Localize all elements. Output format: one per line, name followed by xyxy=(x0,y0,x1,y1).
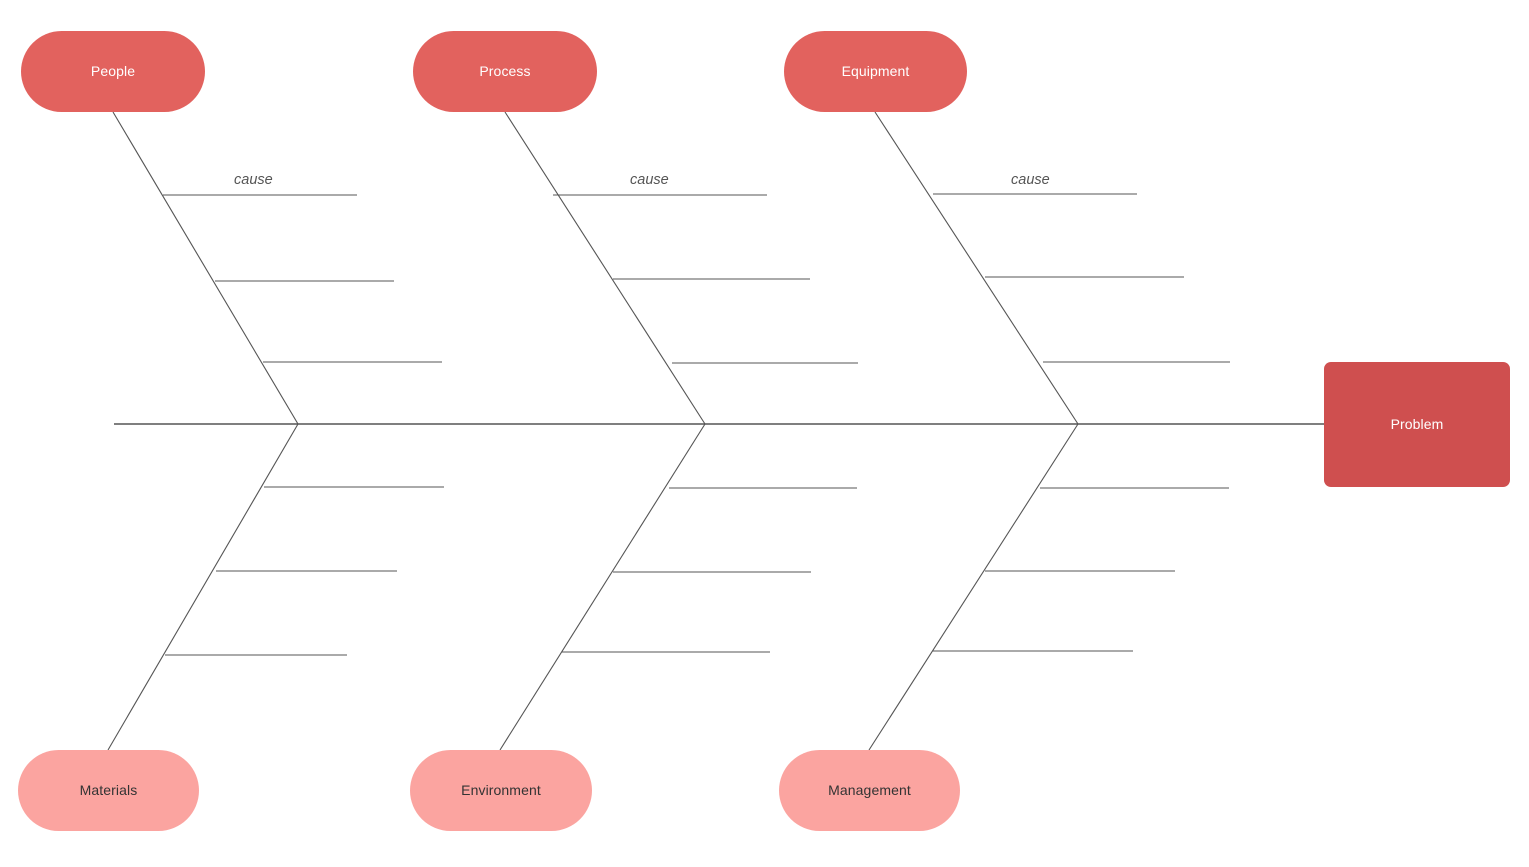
category-bone-process xyxy=(504,111,706,425)
category-node-people[interactable]: People xyxy=(21,31,205,112)
category-node-label: Materials xyxy=(79,782,138,799)
category-node-management[interactable]: Management xyxy=(779,750,960,831)
category-node-label: People xyxy=(90,63,136,80)
category-node-label: Equipment xyxy=(841,63,910,80)
category-node-process[interactable]: Process xyxy=(413,31,597,112)
cause-label-people[interactable]: cause xyxy=(234,172,273,188)
cause-label-equipment[interactable]: cause xyxy=(1011,172,1050,188)
cause-label-process[interactable]: cause xyxy=(630,172,669,188)
problem-node-label: Problem xyxy=(1390,416,1444,433)
category-node-label: Environment xyxy=(461,782,541,799)
problem-node[interactable]: Problem xyxy=(1324,362,1510,487)
category-node-label: Process xyxy=(479,63,531,80)
category-node-label: Management xyxy=(828,782,911,799)
category-node-materials[interactable]: Materials xyxy=(18,750,199,831)
category-node-equipment[interactable]: Equipment xyxy=(784,31,967,112)
category-bone-environment xyxy=(499,423,706,751)
category-bone-management xyxy=(868,423,1079,751)
category-node-environment[interactable]: Environment xyxy=(410,750,592,831)
category-bone-people xyxy=(112,111,299,425)
category-bone-equipment xyxy=(874,111,1079,425)
category-bone-materials xyxy=(107,423,299,751)
